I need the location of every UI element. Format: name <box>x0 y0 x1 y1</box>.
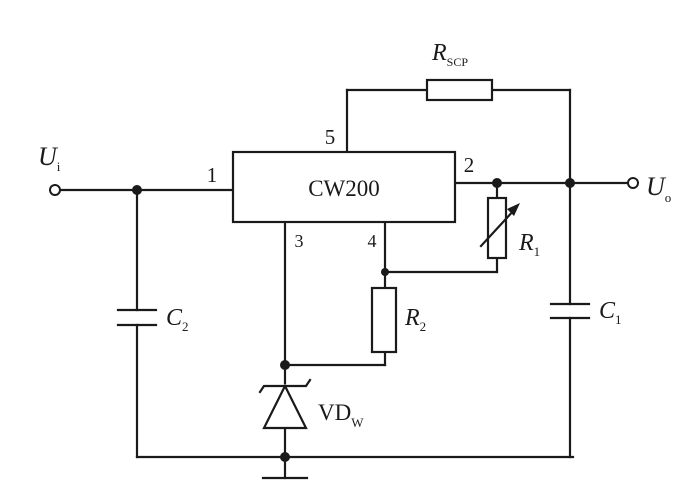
r2-label: R2 <box>404 305 426 334</box>
zener-label: VDW <box>318 400 364 430</box>
r1-main: R <box>518 230 534 256</box>
resistor-r2: R2 <box>370 286 426 354</box>
zener-main: VD <box>318 400 351 425</box>
resistor-r1: R1 <box>479 196 540 260</box>
output-label: Uo <box>646 172 671 205</box>
rscp-body <box>425 78 494 102</box>
capacitor-c1: C1 <box>549 298 622 327</box>
pin-3-label: 3 <box>295 231 304 251</box>
output-sub: o <box>665 190 672 205</box>
pin-4-label: 4 <box>368 231 377 251</box>
zener-bar <box>258 378 312 394</box>
c1-label: C1 <box>599 298 622 327</box>
r2-body <box>370 286 398 354</box>
r1-sub: 1 <box>534 244 541 259</box>
junction-zener <box>280 360 290 370</box>
output-terminal <box>627 177 639 189</box>
ic-body <box>231 150 457 224</box>
junction-ground <box>280 452 290 462</box>
zener-triangle <box>262 383 308 430</box>
rscp-main: R <box>431 40 447 66</box>
junction-feedback <box>381 268 389 276</box>
ic-cw200: CW200 1 2 3 4 5 <box>207 125 475 251</box>
resistor-rscp: RSCP <box>425 40 494 102</box>
pin-1-label: 1 <box>207 163 218 187</box>
capacitor-c2: C2 <box>116 305 189 334</box>
zener-sub: W <box>351 415 364 430</box>
r1-arrow-shaft <box>479 206 518 248</box>
zener-diode: VDW <box>258 378 364 430</box>
c1-sub: 1 <box>615 312 622 327</box>
output-main: U <box>646 172 667 201</box>
junction-c2 <box>132 185 142 195</box>
rscp-label: RSCP <box>431 40 468 69</box>
c2-sub: 2 <box>182 319 189 334</box>
r2-main: R <box>404 305 420 331</box>
terminals: Ui Uo <box>38 142 671 205</box>
pin-2-label: 2 <box>464 153 475 177</box>
r2-sub: 2 <box>420 319 427 334</box>
r1-arrow-head <box>507 203 520 216</box>
c1-main: C <box>599 298 616 324</box>
c2-main: C <box>166 305 183 331</box>
input-main: U <box>38 142 59 171</box>
input-label: Ui <box>38 142 61 174</box>
ic-label: CW200 <box>308 176 380 201</box>
pin-5-label: 5 <box>325 125 336 149</box>
junction-output <box>565 178 575 188</box>
junctions <box>132 178 575 462</box>
rscp-sub: SCP <box>447 55 469 69</box>
r1-label: R1 <box>518 230 540 259</box>
c2-label: C2 <box>166 305 189 334</box>
input-sub: i <box>57 159 61 174</box>
input-terminal <box>49 184 61 196</box>
junction-r1 <box>492 178 502 188</box>
